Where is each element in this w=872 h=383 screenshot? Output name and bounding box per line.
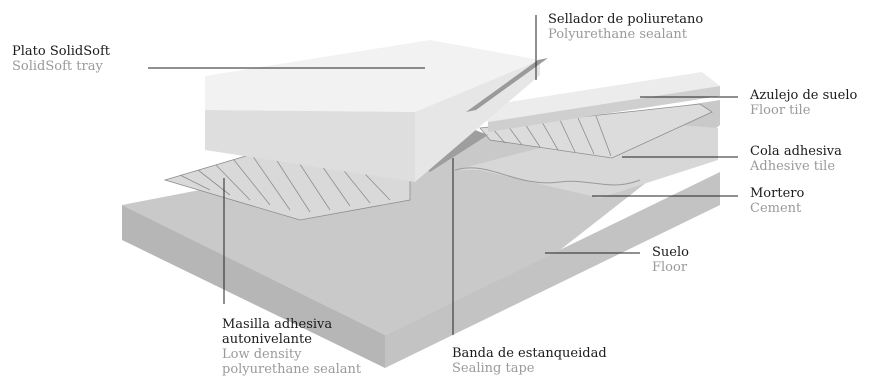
label-sealant: Sellador de poliuretano Polyurethane sea… <box>548 12 703 42</box>
label-sealant-en: Polyurethane sealant <box>548 27 687 42</box>
label-floor: Suelo Floor <box>652 245 689 275</box>
label-floor-tile: Azulejo de suelo Floor tile <box>750 88 857 118</box>
label-tape-es: Banda de estanqueidad <box>452 346 607 361</box>
label-tray: Plato SolidSoft SolidSoft tray <box>12 44 110 74</box>
tray-side <box>415 60 540 182</box>
label-tape: Banda de estanqueidad Sealing tape <box>452 346 607 376</box>
label-mortar-es: Mortero <box>750 186 805 201</box>
floor-slab-side <box>385 172 720 368</box>
leader-lines <box>148 15 738 335</box>
label-leveling-es-2: autonivelante <box>222 332 312 347</box>
label-sealant-es: Sellador de poliuretano <box>548 12 704 27</box>
floor-slab-front <box>122 205 385 368</box>
label-mortar-en: Cement <box>750 201 802 216</box>
mortar-wave <box>454 167 641 186</box>
label-leveling-en-2: polyurethane sealant <box>222 362 362 377</box>
label-tape-en: Sealing tape <box>452 361 535 376</box>
label-adhesive: Cola adhesiva Adhesive tile <box>750 144 842 174</box>
label-floor-en: Floor <box>652 260 688 275</box>
adhesive-ridges-right <box>479 103 713 159</box>
floor-tile-top <box>470 72 720 122</box>
label-floor-es: Suelo <box>652 245 689 260</box>
label-leveling-en-1: Low density <box>222 347 302 362</box>
label-leveling-es-1: Masilla adhesiva <box>222 317 333 332</box>
label-tray-en: SolidSoft tray <box>12 59 103 74</box>
label-adhesive-en: Adhesive tile <box>750 159 836 174</box>
label-adhesive-es: Cola adhesiva <box>750 144 842 159</box>
tray-top <box>205 40 540 112</box>
label-mortar: Mortero Cement <box>750 186 804 216</box>
label-floor-tile-es: Azulejo de suelo <box>750 88 858 103</box>
tray-front <box>205 110 415 182</box>
label-tray-es: Plato SolidSoft <box>12 44 110 59</box>
label-floor-tile-en: Floor tile <box>750 103 811 118</box>
label-leveling: Masilla adhesiva autonivelante Low densi… <box>222 317 361 377</box>
sealant-strip <box>466 58 548 112</box>
